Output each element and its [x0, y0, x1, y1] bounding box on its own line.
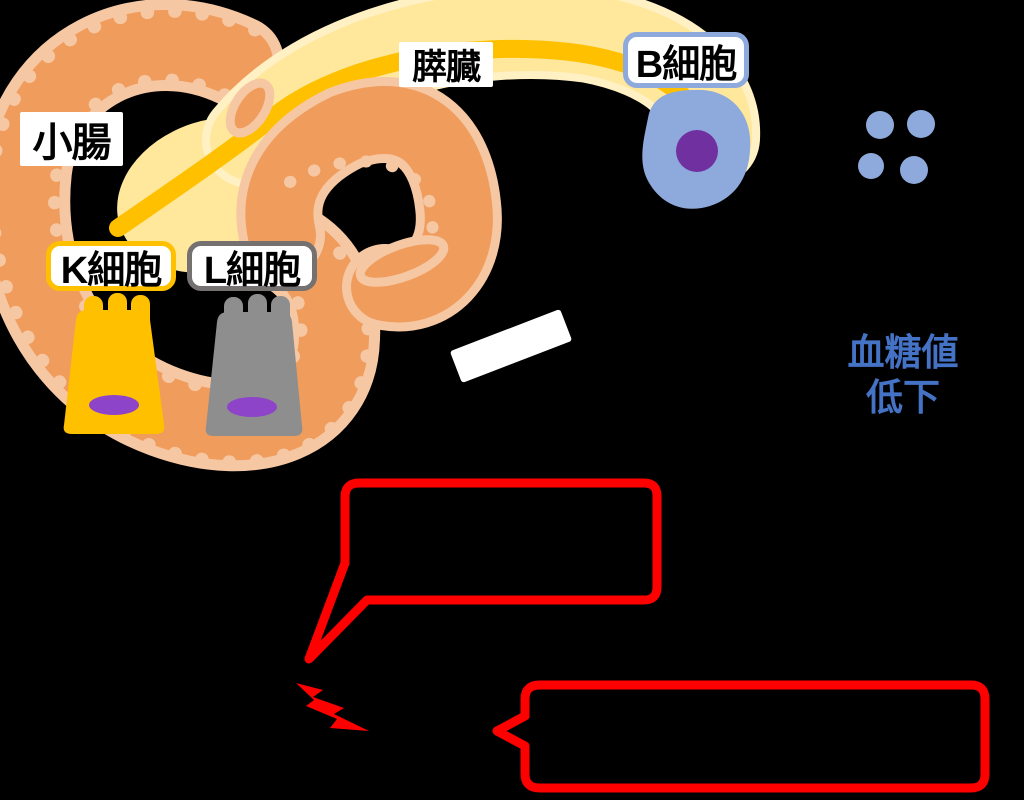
intestine-cut-end-lower: [355, 235, 449, 287]
k-cell-body: [63, 310, 165, 434]
secretion-dot: [907, 110, 935, 138]
b-cell-nucleus: [676, 130, 718, 172]
small-intestine-hook: [236, 77, 502, 332]
callout-bubble-lower: [492, 680, 990, 793]
k-cell: [63, 293, 165, 434]
label-pancreas: 膵臓: [399, 42, 493, 87]
b-cell: [642, 89, 751, 209]
white-highlight-rect: [450, 309, 572, 383]
callout-bubble-upper: [304, 478, 662, 664]
secretion-dot: [858, 153, 884, 179]
l-cell-body: [205, 312, 303, 436]
secretion-dot: [900, 156, 928, 184]
secretion-dot: [866, 111, 894, 139]
intestine-hook-villi: [284, 155, 439, 273]
intestine-hook-body: [245, 86, 493, 323]
k-cell-nucleus: [89, 395, 139, 415]
l-cell: [205, 294, 303, 436]
intestine-cut-end-upper: [225, 78, 275, 138]
blood-glucose-annotation: 血糖値 低下: [828, 330, 978, 420]
l-cell-nucleus: [227, 397, 277, 417]
label-l-cell: L細胞: [187, 241, 317, 292]
blood-glucose-line2: 低下: [866, 377, 940, 419]
blood-glucose-line1: 血糖値: [847, 332, 959, 373]
secretion-dots: [858, 110, 935, 184]
label-b-cell: B細胞: [623, 32, 749, 88]
label-small-intestine: 小腸: [20, 112, 123, 166]
label-k-cell: K細胞: [46, 241, 176, 292]
lightning-arrow: [296, 683, 369, 731]
